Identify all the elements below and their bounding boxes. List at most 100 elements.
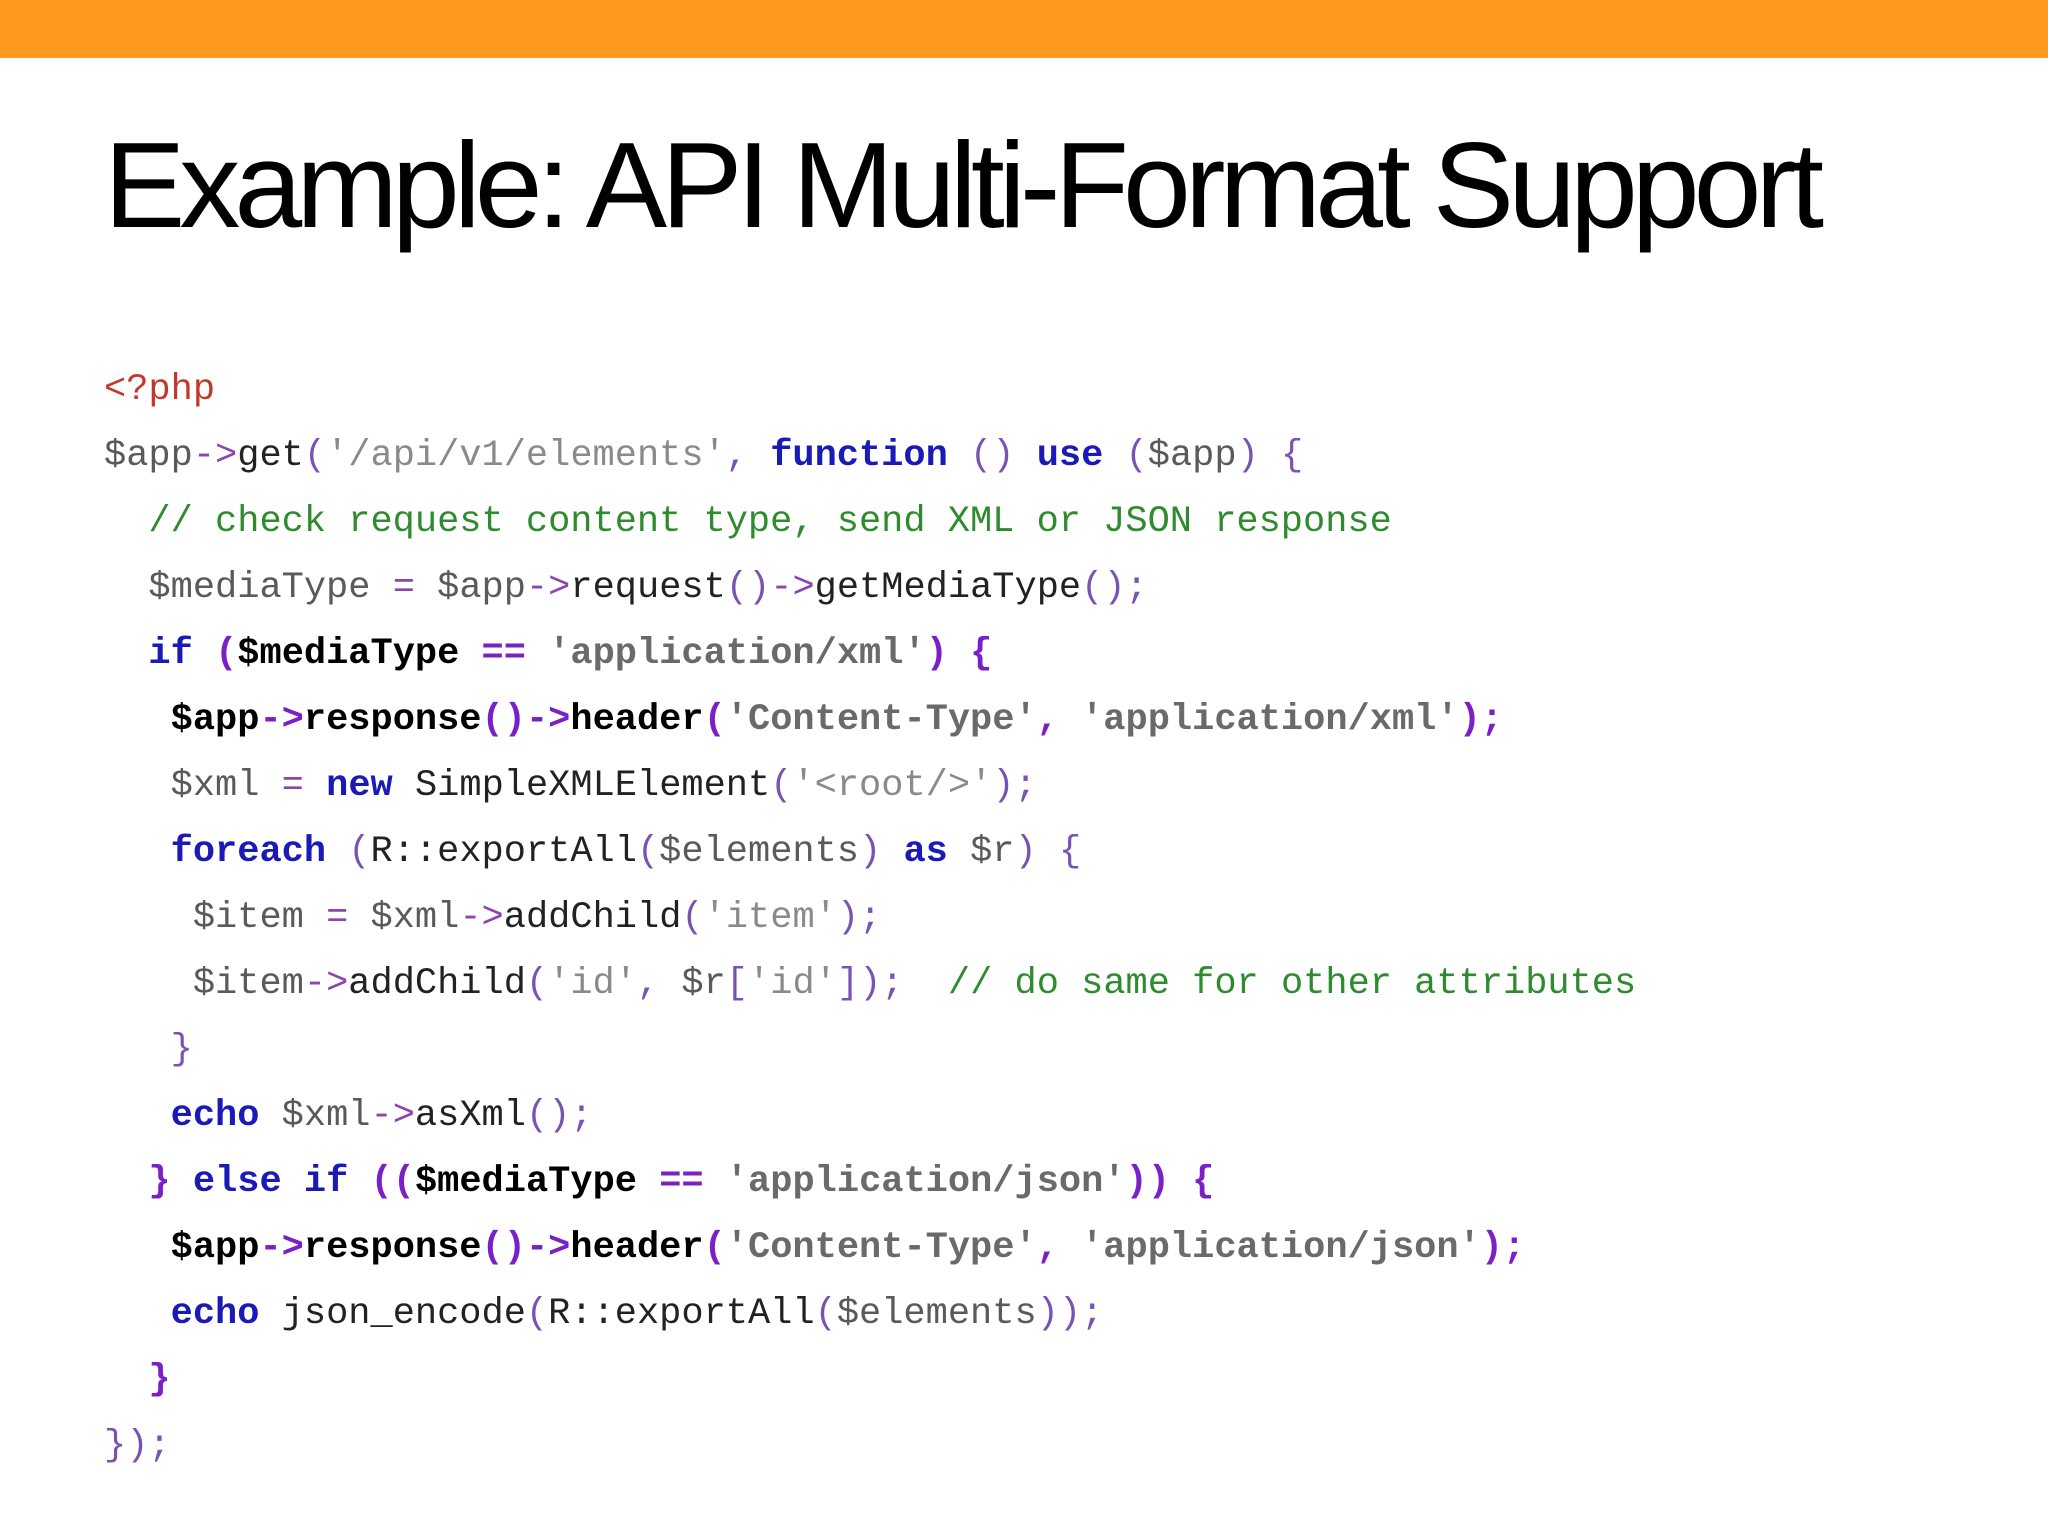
code-whitespace: [1014, 435, 1036, 477]
code-punctuation: (: [636, 831, 660, 873]
code-keyword: foreach: [170, 831, 327, 873]
code-identifier: json_encode: [281, 1293, 526, 1335]
code-variable: $mediaType: [414, 1161, 637, 1203]
code-identifier: response: [303, 699, 482, 741]
code-whitespace: [304, 897, 326, 939]
code-whitespace: [259, 1095, 281, 1137]
code-operator: ==: [659, 1161, 704, 1203]
code-punctuation: }: [170, 1029, 193, 1071]
code-punctuation: (: [525, 963, 549, 1005]
code-whitespace: [104, 633, 148, 675]
code-variable: $xml: [370, 897, 460, 939]
code-variable: $xml: [281, 1095, 371, 1137]
code-identifier: addChild: [348, 963, 526, 1005]
code-identifier: addChild: [503, 897, 682, 939]
code-keyword: as: [903, 831, 948, 873]
code-punctuation: (: [703, 1227, 726, 1269]
code-whitespace: [104, 1359, 148, 1401]
code-whitespace: [171, 1161, 193, 1203]
code-keyword: else if: [192, 1161, 349, 1203]
code-operator: =: [392, 567, 415, 609]
code-whitespace: [881, 831, 903, 873]
code-variable: $app: [1147, 435, 1237, 477]
code-punctuation: ,: [1036, 1227, 1082, 1269]
code-whitespace: [304, 765, 326, 807]
code-line: foreach (R::exportAll($elements) as $r) …: [104, 819, 1636, 885]
code-identifier: request: [570, 567, 726, 609]
code-line: $app->response()->header('Content-Type',…: [104, 1215, 1636, 1281]
code-variable: $app: [170, 699, 260, 741]
code-punctuation: ();: [525, 1095, 593, 1137]
code-line: $item = $xml->addChild('item');: [104, 885, 1636, 951]
code-whitespace: [104, 765, 171, 807]
code-identifier: get: [237, 435, 304, 477]
code-whitespace: [637, 1161, 659, 1203]
code-whitespace: [193, 633, 215, 675]
code-whitespace: [104, 1227, 171, 1269]
code-line: if ($mediaType == 'application/xml') {: [104, 621, 1636, 687]
code-string: 'item': [703, 897, 837, 939]
code-punctuation: (: [348, 831, 371, 873]
code-string: 'Content-Type': [725, 1227, 1037, 1269]
code-identifier: getMediaType: [814, 567, 1082, 609]
code-variable: $elements: [659, 831, 860, 873]
code-keyword: if: [148, 633, 193, 675]
code-punctuation: ));: [1036, 1293, 1104, 1335]
code-string: 'id': [748, 963, 837, 1005]
code-punctuation: {: [1058, 831, 1082, 873]
code-punctuation: );: [1480, 1227, 1526, 1269]
code-string: '/api/v1/elements': [326, 435, 726, 477]
code-operator: ->: [370, 1095, 415, 1137]
code-variable: $app: [104, 435, 193, 477]
code-operator: ->: [525, 1227, 571, 1269]
code-line: }: [104, 1347, 1636, 1413]
code-punctuation: );: [836, 897, 882, 939]
code-whitespace: [104, 1293, 171, 1335]
code-line: } else if (($mediaType == 'application/j…: [104, 1149, 1636, 1215]
code-identifier: asXml: [414, 1095, 526, 1137]
code-punctuation: {: [970, 633, 993, 675]
code-punctuation: ();: [1081, 567, 1148, 609]
code-punctuation: ): [1014, 831, 1037, 873]
code-whitespace: [104, 831, 171, 873]
code-whitespace: [704, 1161, 726, 1203]
code-keyword: use: [1036, 435, 1104, 477]
code-line: $item->addChild('id', $r['id']); // do s…: [104, 951, 1636, 1017]
code-punctuation: );: [992, 765, 1037, 807]
code-line: echo json_encode(R::exportAll($elements)…: [104, 1281, 1636, 1347]
top-accent-bar: [0, 0, 2048, 58]
code-variable: $app: [437, 567, 526, 609]
code-whitespace: [1103, 435, 1125, 477]
code-whitespace: [1037, 831, 1059, 873]
code-string: '<root/>': [792, 765, 993, 807]
code-line: <?php: [104, 357, 1636, 423]
code-operator: ==: [481, 633, 526, 675]
code-punctuation: ,: [636, 963, 682, 1005]
code-punctuation: (): [970, 435, 1015, 477]
code-variable: $mediaType: [148, 567, 371, 609]
code-variable: $item: [192, 897, 304, 939]
code-whitespace: [104, 1029, 171, 1071]
code-whitespace: [104, 699, 171, 741]
code-whitespace: [903, 963, 947, 1005]
code-identifier: header: [570, 699, 704, 741]
code-punctuation: }: [148, 1359, 171, 1401]
code-line: });: [104, 1413, 1636, 1479]
code-punctuation: ]);: [836, 963, 904, 1005]
code-whitespace: [948, 831, 970, 873]
code-operator: ->: [525, 567, 571, 609]
code-punctuation: (: [681, 897, 704, 939]
code-variable: $app: [170, 1227, 260, 1269]
code-punctuation: ,: [1036, 699, 1082, 741]
code-operator: =: [326, 897, 349, 939]
code-variable: $r: [970, 831, 1015, 873]
code-block: <?php$app->get('/api/v1/elements', funct…: [104, 357, 1636, 1479]
code-string: 'id': [548, 963, 637, 1005]
code-whitespace: [1170, 1161, 1192, 1203]
code-whitespace: [104, 1161, 148, 1203]
code-operator: ->: [259, 1227, 304, 1269]
code-keyword: new: [326, 765, 393, 807]
code-punctuation: });: [104, 1425, 171, 1467]
code-punctuation: );: [1458, 699, 1503, 741]
code-whitespace: [948, 435, 970, 477]
